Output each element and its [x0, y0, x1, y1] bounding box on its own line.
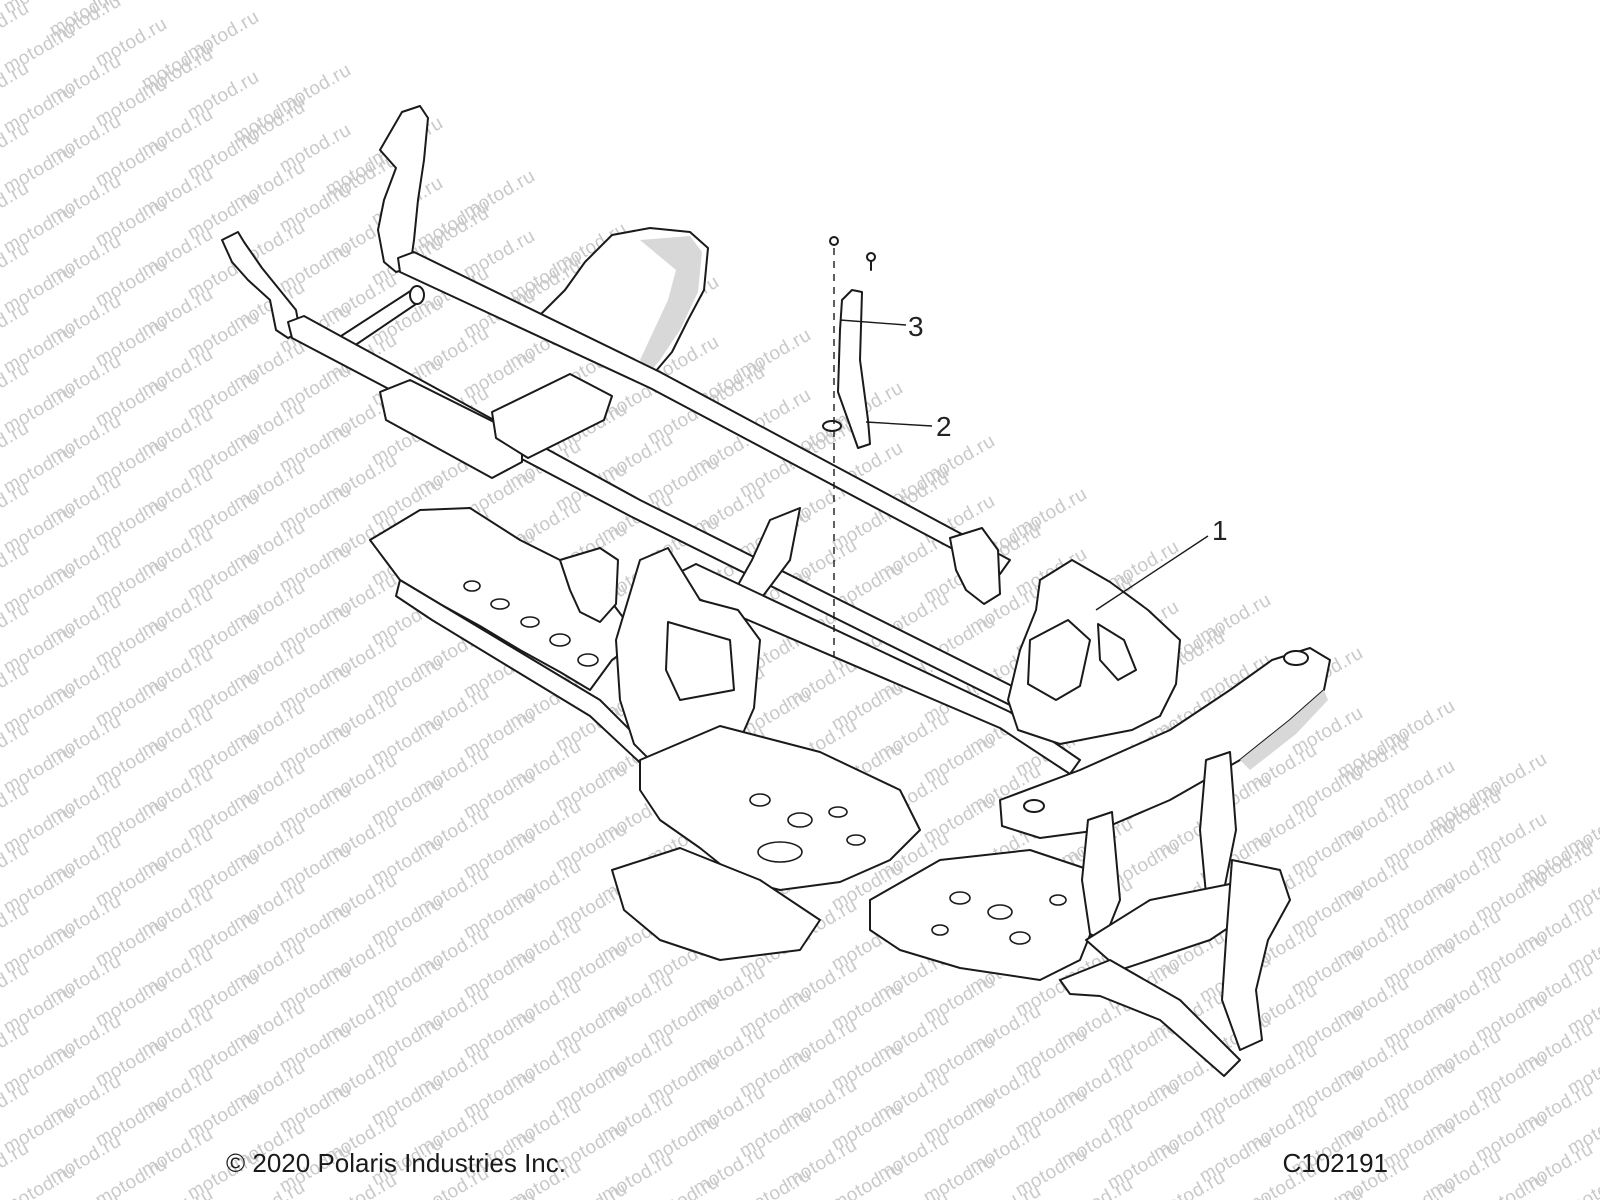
- leader-line-3: [839, 319, 907, 326]
- callout-2: 2: [936, 411, 952, 442]
- part-2-bracket-tab: [822, 420, 842, 432]
- bulkhead-cutout-right: [1097, 623, 1137, 681]
- leader-line-2: [865, 421, 933, 427]
- rear-right-upright: [377, 105, 429, 273]
- seat-support-plate-shade: [640, 236, 702, 372]
- rear-cross-tube-end: [409, 285, 425, 305]
- center-floor-pan: [639, 725, 921, 891]
- callout-1: 1: [1212, 515, 1228, 546]
- part-2-bracket: [837, 289, 871, 449]
- figure-code: C102191: [1282, 1148, 1388, 1178]
- part-3-fastener-b: [866, 252, 876, 262]
- front-right-bracket: [1221, 859, 1291, 1051]
- front-handle-hole: [1283, 650, 1309, 666]
- front-handle-hole-left: [1023, 799, 1045, 813]
- rear-skid-plate: [611, 847, 821, 961]
- rear-side-bracket: [559, 547, 619, 623]
- floor-holes: [463, 580, 1067, 945]
- bulkhead-cutout-left: [1027, 619, 1091, 701]
- center-upright-window: [665, 621, 735, 701]
- leader-lines: [833, 248, 1209, 656]
- front-upright-left: [1081, 811, 1121, 941]
- callout-3: 3: [908, 311, 924, 342]
- front-lower-rail: [1059, 959, 1241, 1077]
- front-floor-pan: [869, 849, 1101, 981]
- mid-crossmember: [491, 373, 613, 459]
- right-upper-rail: [397, 251, 1011, 575]
- part-3-fastener-a: [829, 236, 839, 246]
- right-mid-bracket: [949, 527, 1001, 605]
- rear-crossmember: [379, 379, 523, 479]
- leader-line-1: [1095, 535, 1209, 611]
- front-handle-shade: [1240, 690, 1328, 770]
- copyright-notice: © 2020 Polaris Industries Inc.: [226, 1148, 566, 1178]
